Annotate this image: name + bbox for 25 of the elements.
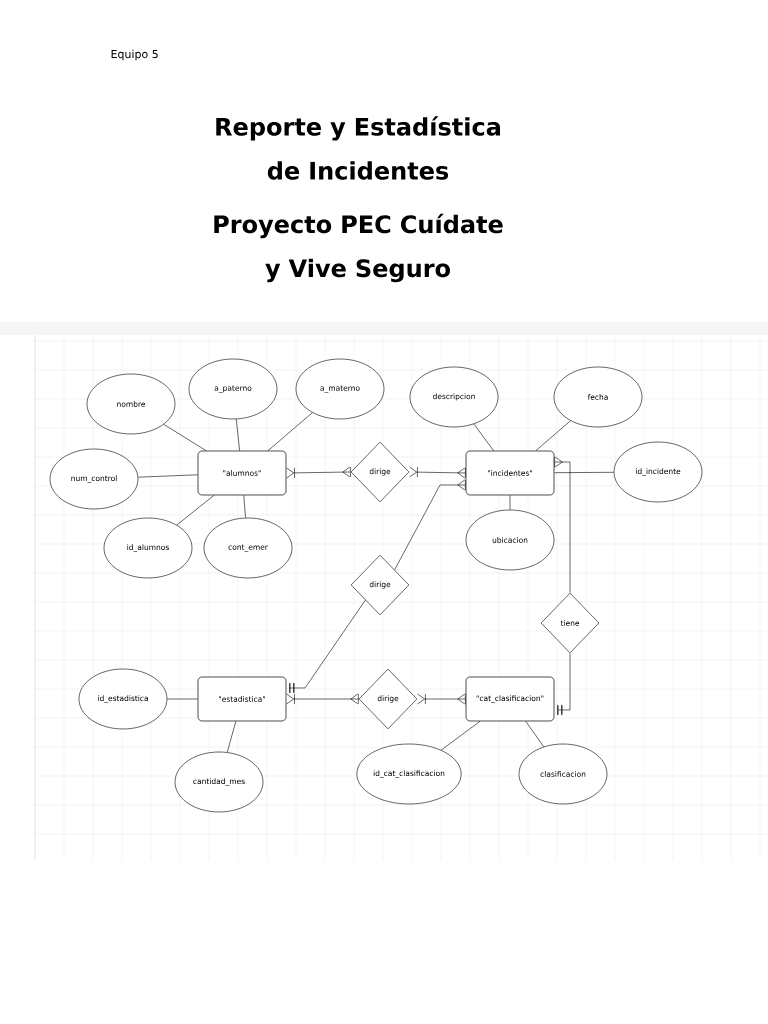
connector-line <box>440 721 481 751</box>
relationship-line <box>417 693 466 705</box>
relationship-line <box>557 653 571 715</box>
connector-line <box>235 418 240 451</box>
relationship-line <box>409 466 466 479</box>
relationship-line <box>286 693 359 705</box>
team-label: Equipo 5 <box>111 49 158 61</box>
connector-line <box>226 721 237 753</box>
connector-line <box>163 424 207 451</box>
relationship-line <box>289 599 366 693</box>
connector-line <box>137 474 198 478</box>
relationship-line <box>554 456 571 593</box>
connector-line <box>554 472 614 473</box>
title: Reporte y Estadística de Incidentes <box>216 116 500 180</box>
connector-line <box>509 495 511 510</box>
connector-line <box>176 495 215 526</box>
connector-line <box>473 423 494 451</box>
subtitle: Proyecto PEC Cuídate y Vive Seguro <box>214 213 503 283</box>
connector-line <box>167 698 198 700</box>
connector-line <box>535 420 571 451</box>
relationship-line <box>286 466 351 479</box>
relationship-line <box>394 479 466 571</box>
connector-line <box>267 412 313 451</box>
connector-line <box>243 495 246 519</box>
connector-line <box>525 721 544 747</box>
